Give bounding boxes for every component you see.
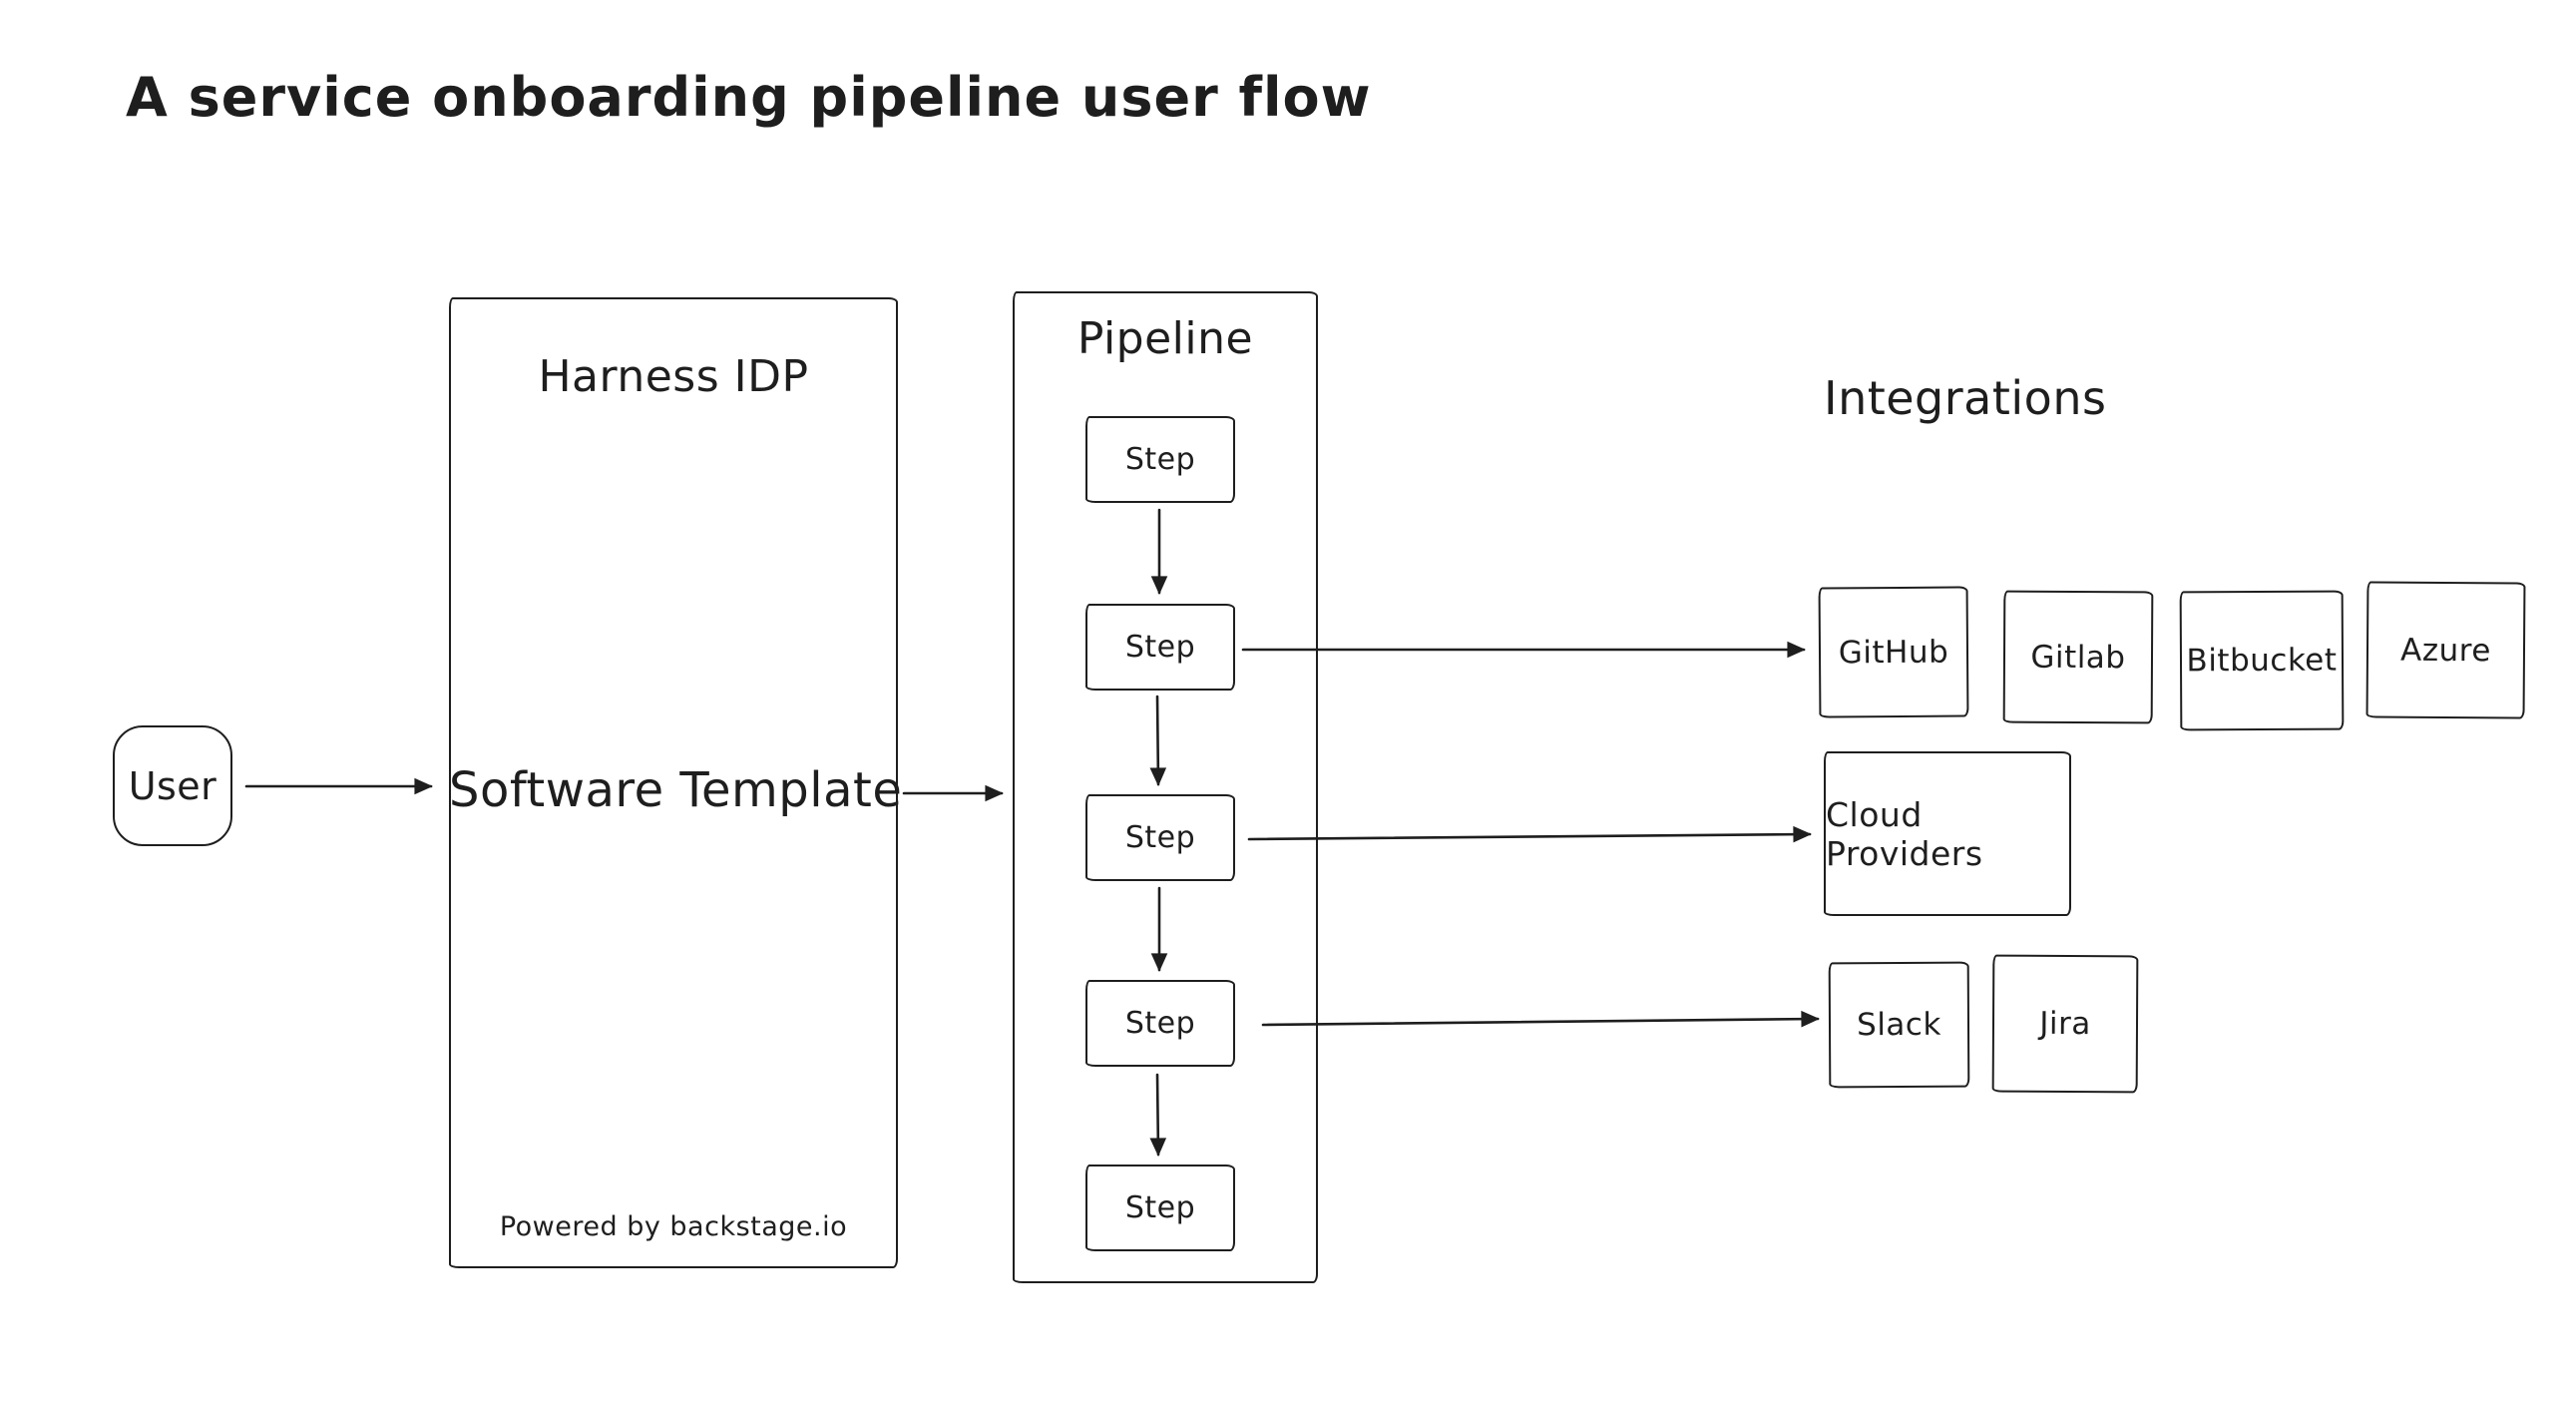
integrations-heading: Integrations xyxy=(1824,371,2107,425)
pipeline-title: Pipeline xyxy=(1076,313,1254,364)
jira-node-label: Jira xyxy=(2039,1005,2091,1043)
cloud-providers-node: Cloud Providers xyxy=(1824,751,2071,916)
arrow-step3-to-cloud-providers xyxy=(1247,825,1812,843)
bitbucket-node: Bitbucket xyxy=(2179,590,2345,731)
pipeline-step-5: Step xyxy=(1085,1165,1235,1251)
azure-node-label: Azure xyxy=(2399,632,2491,669)
diagram-title: A service onboarding pipeline user flow xyxy=(126,66,1372,129)
slack-node-label: Slack xyxy=(1857,1006,1941,1044)
pipeline-step-5-label: Step xyxy=(1124,1190,1196,1225)
pipeline-step-1-label: Step xyxy=(1124,442,1196,477)
pipeline-step-1: Step xyxy=(1085,416,1235,503)
bitbucket-node-label: Bitbucket xyxy=(2186,642,2338,680)
harness-idp-container xyxy=(449,297,898,1268)
azure-node: Azure xyxy=(2365,581,2526,719)
user-node: User xyxy=(113,725,232,846)
gitlab-node: Gitlab xyxy=(2002,590,2154,724)
pipeline-step-3-label: Step xyxy=(1124,820,1196,855)
pipeline-step-3: Step xyxy=(1085,794,1235,881)
powered-by-backstage-label: Powered by backstage.io xyxy=(499,1211,848,1242)
github-node-label: GitHub xyxy=(1838,634,1949,671)
pipeline-step-4: Step xyxy=(1085,980,1235,1067)
github-node: GitHub xyxy=(1818,586,1969,718)
jira-node: Jira xyxy=(1991,954,2139,1094)
cloud-providers-node-label: Cloud Providers xyxy=(1826,794,1983,873)
slack-node: Slack xyxy=(1828,961,1970,1089)
gitlab-node-label: Gitlab xyxy=(2030,639,2126,676)
software-template-label: Software Template xyxy=(449,762,903,818)
arrow-step4-to-slack xyxy=(1261,1010,1820,1028)
pipeline-step-4-label: Step xyxy=(1124,1006,1196,1041)
pipeline-step-2-label: Step xyxy=(1124,630,1196,665)
pipeline-step-2: Step xyxy=(1085,604,1235,691)
harness-idp-title: Harness IDP xyxy=(538,351,809,402)
user-node-label: User xyxy=(128,763,217,808)
